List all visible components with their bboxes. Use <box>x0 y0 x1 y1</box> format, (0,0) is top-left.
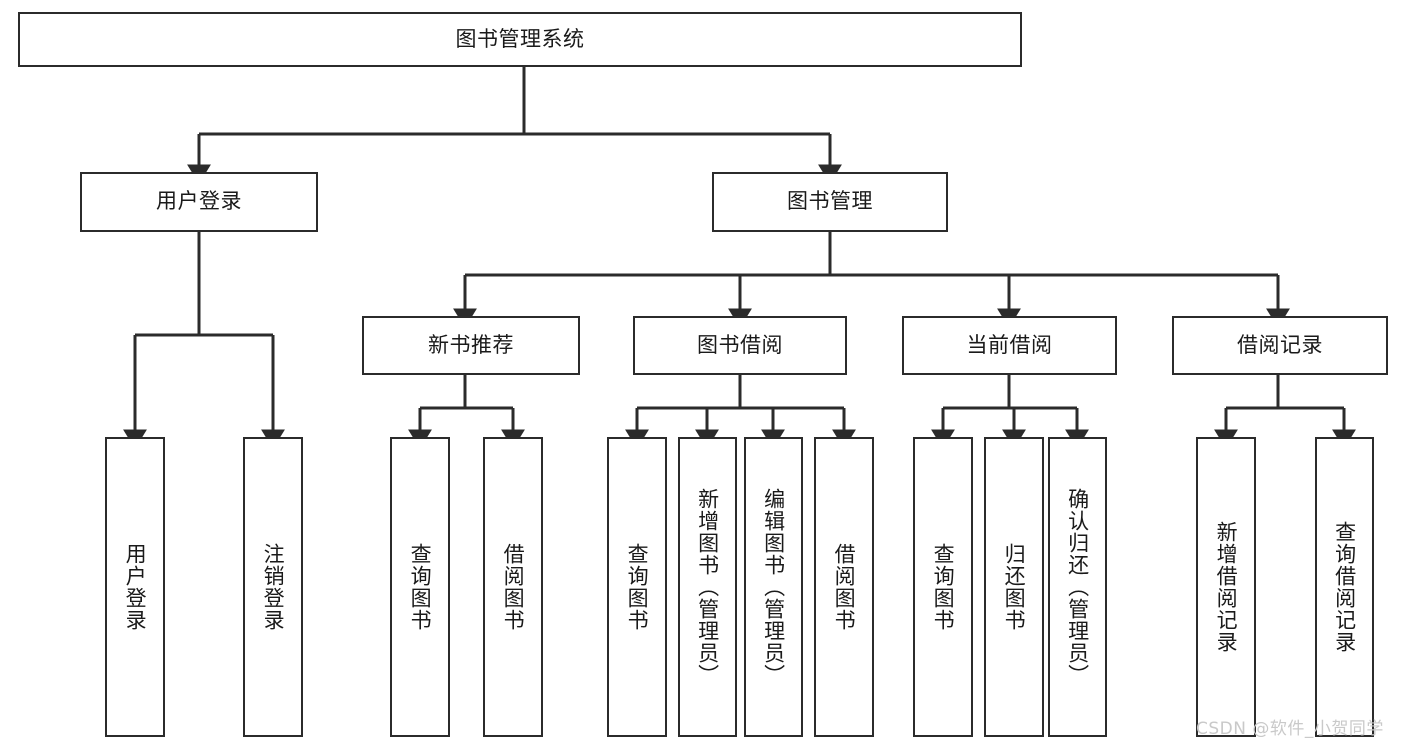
node-leaf-add-book-admin[interactable]: 新增图书（管理员） <box>678 437 737 737</box>
node-label: 新增图书（管理员） <box>695 488 720 686</box>
node-label: 图书借阅 <box>697 332 783 357</box>
node-label: 图书管理系统 <box>455 26 585 51</box>
node-book-management[interactable]: 图书管理 <box>712 172 948 232</box>
csdn-watermark: CSDN @软件_小贺同学 <box>1196 719 1384 739</box>
node-label: 注销登录 <box>261 543 286 631</box>
node-label: 确认归还（管理员） <box>1065 488 1090 686</box>
node-leaf-query-book-borrow[interactable]: 查询图书 <box>607 437 667 737</box>
node-label: 查询图书 <box>408 543 433 631</box>
node-book-borrow[interactable]: 图书借阅 <box>633 316 847 375</box>
node-label: 借阅记录 <box>1237 332 1323 357</box>
node-leaf-query-book-recommend[interactable]: 查询图书 <box>390 437 450 737</box>
node-leaf-logout[interactable]: 注销登录 <box>243 437 303 737</box>
node-label: 借阅图书 <box>832 543 857 631</box>
node-label: 查询图书 <box>625 543 650 631</box>
node-leaf-confirm-return-admin[interactable]: 确认归还（管理员） <box>1048 437 1107 737</box>
node-leaf-return-book[interactable]: 归还图书 <box>984 437 1044 737</box>
node-current-borrow[interactable]: 当前借阅 <box>902 316 1117 375</box>
node-user-login[interactable]: 用户登录 <box>80 172 318 232</box>
node-label: 用户登录 <box>123 543 148 631</box>
node-label: 查询图书 <box>931 543 956 631</box>
node-leaf-query-borrow-record[interactable]: 查询借阅记录 <box>1315 437 1374 737</box>
node-leaf-user-login[interactable]: 用户登录 <box>105 437 165 737</box>
node-label: 用户登录 <box>156 189 242 214</box>
node-leaf-add-borrow-record[interactable]: 新增借阅记录 <box>1196 437 1256 737</box>
node-label: 新书推荐 <box>428 332 514 357</box>
node-leaf-edit-book-admin[interactable]: 编辑图书（管理员） <box>744 437 803 737</box>
node-label: 借阅图书 <box>501 543 526 631</box>
node-label: 归还图书 <box>1002 543 1027 631</box>
node-root[interactable]: 图书管理系统 <box>18 12 1022 67</box>
node-leaf-borrow-book[interactable]: 借阅图书 <box>814 437 874 737</box>
node-label: 当前借阅 <box>966 332 1053 357</box>
node-label: 编辑图书（管理员） <box>761 488 786 686</box>
node-label: 图书管理 <box>787 189 873 214</box>
node-leaf-borrow-book-recommend[interactable]: 借阅图书 <box>483 437 543 737</box>
node-new-book-recommend[interactable]: 新书推荐 <box>362 316 580 375</box>
node-label: 查询借阅记录 <box>1332 521 1357 653</box>
node-leaf-query-book-current[interactable]: 查询图书 <box>913 437 973 737</box>
node-borrow-record[interactable]: 借阅记录 <box>1172 316 1388 375</box>
node-label: 新增借阅记录 <box>1214 521 1239 653</box>
